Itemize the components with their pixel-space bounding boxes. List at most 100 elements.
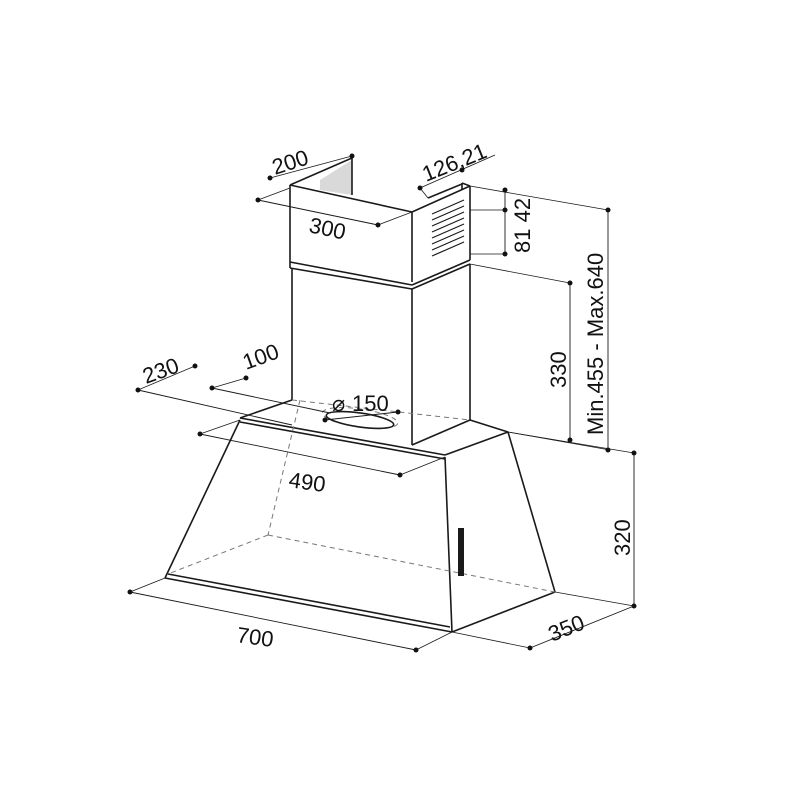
dim-700-line: [129, 591, 417, 651]
dim-350-label: 350: [545, 610, 588, 647]
lower-chimney-bottom-side-edge: [411, 419, 471, 446]
canopy-right-slant-edge: [507, 431, 556, 593]
vent-grille: [431, 199, 465, 257]
canopy-bottom-side-edge: [451, 591, 556, 633]
dim-700-ext-left: [129, 577, 166, 593]
dim-200-line: [269, 155, 353, 179]
dim-490-ext-left: [199, 419, 241, 435]
dim-700-dot-start: [127, 589, 133, 595]
dimension-labels: 200 300 126,21 81 42 330 Min.455 - Max.6…: [139, 138, 635, 652]
dim-490-ext-right: [399, 456, 446, 476]
dim-490-label: 490: [287, 467, 327, 497]
dim-230-ext: [137, 365, 196, 391]
dim-490-dot-start: [197, 431, 203, 437]
dim-350-dot-start: [527, 645, 533, 651]
dim-230-dot-end: [192, 363, 198, 369]
dim-100-dot-start: [209, 385, 215, 391]
dim-top-ext: [469, 185, 609, 211]
dim-100-dot-end: [243, 375, 249, 381]
dim-100-line: [211, 387, 331, 414]
dim-126-line: [419, 154, 496, 189]
dim-700-label: 700: [235, 622, 275, 652]
canopy-top: [239, 399, 509, 460]
control-panel: [458, 528, 464, 576]
dim-320-ext-bottom: [554, 591, 635, 607]
dim-42-dot-top: [502, 187, 508, 193]
upper-chimney-back-cap: [461, 182, 471, 187]
lower-chimney-top-side-edge-2: [411, 263, 471, 290]
dim-126-dot-start: [417, 185, 423, 191]
canopy-top-right-edge: [444, 431, 509, 456]
dim-150-group: ⌀ 150: [332, 391, 389, 416]
canopy-top-back-right-edge: [469, 419, 509, 433]
dim-81-42-label: 81 42: [510, 198, 535, 253]
lower-chimney-top-side-edge: [411, 259, 471, 286]
dim-230-line: [137, 389, 293, 426]
canopy-top-hidden-back-edge: [291, 399, 471, 421]
dim-350-line: [529, 605, 635, 649]
upper-chimney-front-top-edge: [289, 184, 413, 213]
dim-320-label: 320: [610, 519, 635, 556]
upper-chimney: [289, 157, 471, 282]
dim-150-label: 150: [352, 391, 389, 416]
vent-slot: [431, 199, 465, 215]
canopy-hidden-back-bottom: [267, 534, 556, 593]
vent-top-edge: [427, 183, 463, 199]
dim-490-line: [199, 433, 401, 476]
canopy-top-front-edge-2: [239, 421, 446, 460]
canopy-bottom-front-edge: [164, 577, 453, 633]
dim-300-ext-2: [377, 211, 413, 226]
dimension-lines: [127, 153, 637, 653]
dim-126-21-label: 126,21: [419, 138, 491, 186]
dim-200-dot-end: [349, 153, 355, 159]
dim-150-dot-end: [395, 409, 401, 415]
dim-300-line: [257, 199, 379, 226]
dim-330-label: 330: [546, 351, 571, 388]
vent-slot: [431, 223, 465, 239]
dim-100-label: 100: [239, 339, 282, 375]
vent-slot: [431, 235, 465, 251]
dim-330-dot-bottom: [567, 437, 573, 443]
lower-chimney-top-front-edge: [289, 261, 413, 286]
dim-100-ext: [211, 377, 247, 389]
dim-320-ext-top: [507, 431, 635, 454]
canopy-front-right-edge: [444, 456, 453, 633]
dim-350-ext: [451, 631, 531, 649]
dim-330-ext-top: [469, 263, 571, 284]
dim-81-dot-bottom: [502, 251, 508, 257]
dim-200-dot-start: [267, 175, 273, 181]
dim-150-dot-start: [322, 417, 328, 423]
vent-slot: [431, 229, 465, 245]
canopy-top-front-edge: [239, 417, 446, 456]
canopy-bottom-rim: [167, 573, 451, 628]
dim-700-ext-right: [415, 631, 453, 651]
vent-slot: [431, 241, 465, 257]
dim-150-line: [324, 411, 399, 421]
upper-chimney-side-top-edge: [411, 185, 471, 213]
dim-490-dot-end: [397, 472, 403, 478]
vent-slot: [431, 217, 465, 233]
dim-230-label: 230: [139, 353, 182, 389]
upper-chimney-inner-shade: [320, 160, 352, 195]
lower-chimney: [289, 259, 471, 446]
dim-300-dot-end: [375, 222, 381, 228]
vent-slot: [431, 205, 465, 221]
dim-230-dot-start: [135, 387, 141, 393]
duct-outlet: [325, 410, 395, 430]
dim-minmax-label: Min.455 - Max.640: [583, 253, 608, 435]
canopy-body: [164, 399, 556, 633]
dim-126-dot-mid: [459, 167, 465, 173]
vent-slot: [431, 211, 465, 227]
dim-minmax-dot-top: [605, 207, 611, 213]
dim-200-label: 200: [269, 145, 312, 180]
dim-700-dot-end: [413, 647, 419, 653]
lower-chimney-top-front-edge-2: [289, 267, 413, 290]
canopy-left-slant-edge: [164, 419, 241, 579]
dim-42-dot-bottom: [502, 207, 508, 213]
dim-300-dot-start: [255, 197, 261, 203]
dim-330-dot-top: [567, 280, 573, 286]
dim-320-dot-top: [631, 450, 637, 456]
diameter-symbol: ⌀: [332, 391, 345, 416]
dim-300-ext: [257, 187, 291, 201]
